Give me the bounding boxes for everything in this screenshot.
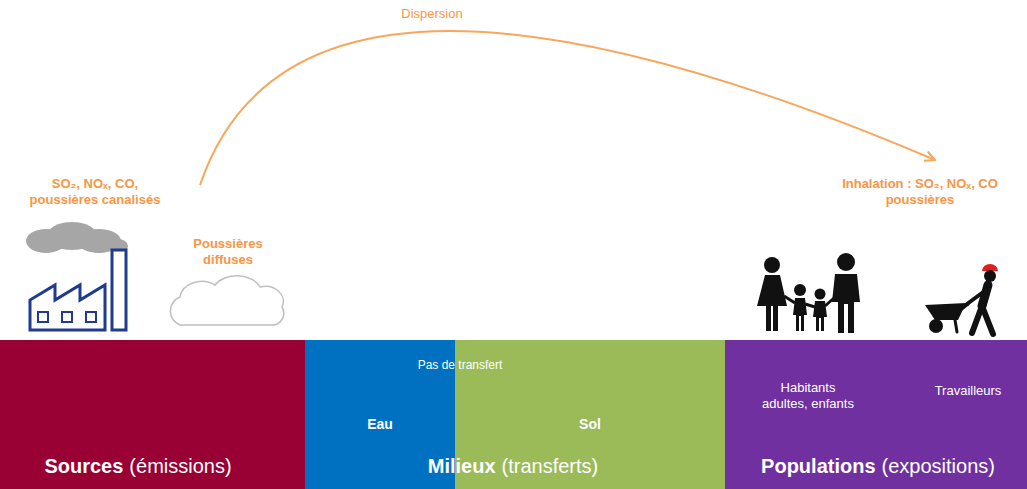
worker-arm <box>967 290 986 304</box>
band-title: Populations (expositions) <box>761 454 995 478</box>
hard-hat <box>982 264 998 271</box>
factory-building <box>30 285 105 330</box>
exposure-label: Inhalation : SO₂, NOₓ, CO poussières <box>822 176 1018 209</box>
medium-name: Eau <box>330 416 430 434</box>
band-text: Travailleurs <box>913 383 1023 399</box>
wheelbarrow-leg <box>955 320 957 332</box>
band-title-main: Sources <box>44 454 123 478</box>
band-text: Habitants adultes, enfants <box>756 380 860 413</box>
medium-name: Sol <box>540 416 640 434</box>
wheelbarrow-handle <box>958 304 968 312</box>
emission-label: Poussières diffuses <box>173 236 283 269</box>
worker-leg <box>982 306 993 334</box>
factory-window <box>62 312 72 322</box>
person-body <box>832 274 860 333</box>
band-title-sub: (émissions) <box>129 454 231 478</box>
person-head <box>764 257 780 273</box>
person-body <box>793 298 807 331</box>
band-title-main: Milieux <box>428 454 496 478</box>
flow-label: Dispersion <box>367 6 497 22</box>
worker-silhouette <box>925 264 998 334</box>
person-body <box>757 275 787 331</box>
factory-icon <box>30 250 126 330</box>
holding-hands <box>825 298 834 306</box>
populations-band: Populations (expositions) Habitants adulte… <box>725 340 1027 489</box>
worker-torso <box>982 285 988 306</box>
sources-band: Sources(émissions) <box>0 340 305 489</box>
family-silhouette <box>757 253 860 333</box>
person-head <box>837 253 855 271</box>
factory-window <box>38 312 48 322</box>
holding-hands <box>805 304 815 307</box>
dispersion-arc <box>200 31 935 185</box>
band-text: Pas de transfert <box>395 358 525 373</box>
person-head <box>815 289 826 300</box>
band-title-sub: (transferts) <box>502 454 599 478</box>
band-title-sub: (expositions) <box>882 454 995 478</box>
band-title: Sources(émissions) <box>44 454 231 478</box>
factory-chimney <box>112 250 126 330</box>
holding-hands <box>784 296 795 303</box>
person-head <box>794 284 806 296</box>
milieux-band: Eau SolMilieux(transferts) Pas de transfer… <box>305 340 725 489</box>
emission-label: SO₂, NOₓ, CO, poussières canalisés <box>20 176 170 209</box>
worker-head <box>984 270 996 282</box>
wheelbarrow-wheel <box>929 319 943 333</box>
band-title-main: Populations <box>761 454 875 478</box>
dust-cloud <box>170 276 283 325</box>
smoke-cloud <box>26 222 128 253</box>
factory-window <box>86 312 96 322</box>
worker-leg <box>972 306 982 333</box>
band-title: Milieux(transferts) <box>428 454 598 478</box>
